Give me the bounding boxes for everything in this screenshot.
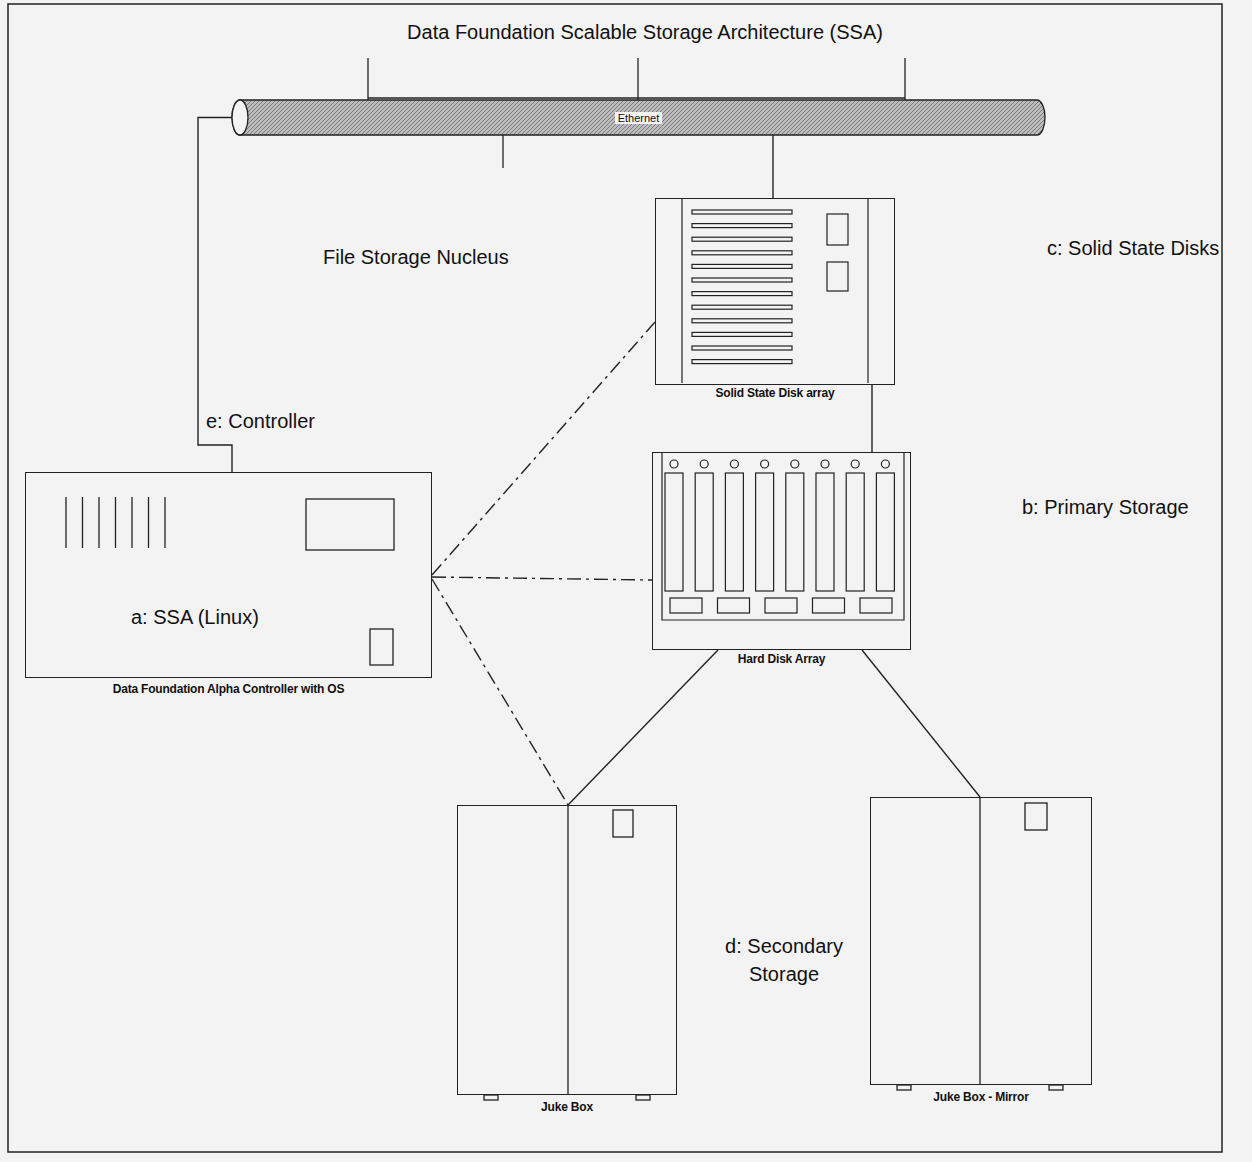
part-label: b: Primary Storage (1020, 493, 1191, 521)
part-label: e: Controller (204, 407, 317, 435)
unit-caption: Hard Disk Array (736, 652, 827, 666)
disk-slot (692, 360, 792, 364)
drive-bay (816, 473, 834, 591)
unit-caption: Data Foundation Alpha Controller with OS (111, 682, 347, 696)
drive-bay (876, 473, 894, 591)
diagram-title: Data Foundation Scalable Storage Archite… (343, 18, 947, 46)
disk-slot (692, 332, 792, 336)
vent-slot (164, 497, 165, 548)
disk-slot (692, 346, 792, 350)
disk-slot (692, 224, 792, 228)
unit-caption-wrap: Juke Box (438, 1100, 696, 1114)
vent-slot (82, 497, 83, 548)
control-link (432, 579, 568, 805)
unit-caption-wrap: Solid State Disk array (636, 386, 914, 400)
drive-bay (665, 473, 683, 591)
drive-port (670, 598, 702, 613)
hdd-detail (662, 452, 904, 620)
drive-port (860, 598, 892, 613)
disk-slot (692, 237, 792, 241)
drive-led (730, 460, 738, 468)
drive-bay (846, 473, 864, 591)
data-link (862, 650, 980, 797)
drive-port (718, 598, 750, 613)
drive-bay (756, 473, 774, 591)
jukebox-detail (484, 797, 1063, 1100)
ethernet-bus: Ethernet (232, 100, 1045, 135)
disk-slot (692, 210, 792, 214)
drive-bay (786, 473, 804, 591)
drive-led (700, 460, 708, 468)
jukebox: Juke Box (457, 805, 677, 1095)
drive-port (765, 598, 797, 613)
drive-bay (695, 473, 713, 591)
part-label: File Storage Nucleus (321, 243, 511, 271)
bus-label: Ethernet (615, 112, 663, 124)
control-link (432, 577, 652, 580)
disk-slot (692, 264, 792, 268)
jukebox: Juke Box - Mirror (870, 797, 1092, 1085)
unit-caption: Solid State Disk array (714, 386, 837, 400)
unit-caption: Juke Box (539, 1100, 595, 1114)
drive-led (670, 460, 678, 468)
part-label: d: Secondary Storage (702, 932, 866, 988)
disk-slot (692, 292, 792, 296)
data-link (568, 650, 718, 805)
vent-slot (98, 497, 99, 548)
drive-led (791, 460, 799, 468)
cylinder-end (232, 100, 248, 135)
disk-slot (692, 278, 792, 282)
vent-slot (65, 497, 66, 548)
drive-led (851, 460, 859, 468)
disk-slot (692, 319, 792, 323)
storage-unit: Hard Disk Array (652, 452, 911, 650)
cylinder-body (232, 100, 1045, 135)
ssd-detail (682, 198, 868, 383)
drive-port (813, 598, 845, 613)
unit-caption-wrap: Data Foundation Alpha Controller with OS (6, 682, 451, 696)
part-label: c: Solid State Disks (1045, 234, 1221, 262)
page-frame (8, 4, 1222, 1152)
controller-detail (66, 497, 394, 665)
vent-slot (131, 497, 132, 548)
storage-unit: Solid State Disk array (655, 198, 895, 385)
vent-slot (148, 497, 149, 548)
drive-led (821, 460, 829, 468)
unit-caption: Juke Box - Mirror (931, 1090, 1030, 1104)
controller-box: a: SSA (Linux)Data Foundation Alpha Cont… (25, 472, 432, 678)
vent-slot (115, 497, 116, 548)
disk-slot (692, 305, 792, 309)
drive-led (881, 460, 889, 468)
drive-bay (725, 473, 743, 591)
disk-slot (692, 251, 792, 255)
unit-caption-wrap: Juke Box - Mirror (851, 1090, 1111, 1104)
data-link (772, 135, 773, 198)
unit-caption-wrap: Hard Disk Array (633, 652, 930, 666)
control-link (432, 322, 655, 575)
drive-led (761, 460, 769, 468)
box-title: a: SSA (Linux) (131, 604, 259, 630)
data-link (871, 385, 872, 452)
